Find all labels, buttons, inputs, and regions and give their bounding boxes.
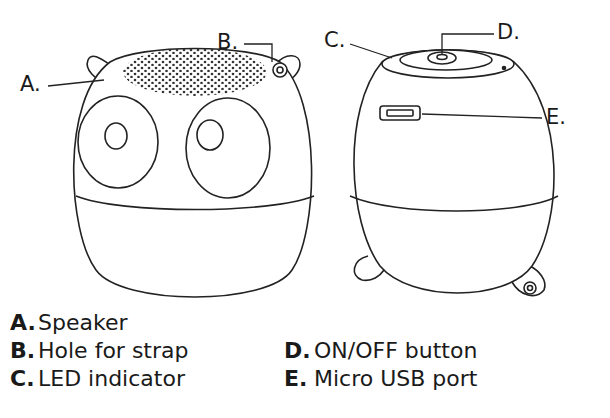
callout-letter: B. <box>217 30 238 55</box>
part-name: Speaker <box>38 310 127 336</box>
led-ring <box>400 50 492 70</box>
part-name: Hole for strap <box>38 338 188 364</box>
top-cap <box>382 50 514 78</box>
leader-d <box>442 34 494 54</box>
led-dot <box>503 67 506 70</box>
callout-letter: E. <box>546 105 566 130</box>
usb-port-inner <box>387 110 413 116</box>
part-name: LED indicator <box>38 366 185 392</box>
strap-hole-inner <box>277 67 283 73</box>
legend-letter: E. <box>284 366 307 392</box>
speaker-body <box>74 49 312 298</box>
callout-letter: A. <box>20 72 41 97</box>
strap-hole-back-inner <box>528 286 533 291</box>
eye-left <box>78 96 158 188</box>
legend-letter: D. <box>284 338 311 364</box>
part-name: Micro USB port <box>314 366 477 392</box>
strap-hole <box>273 63 287 77</box>
leader-b <box>244 44 272 62</box>
on-off-button <box>437 55 447 60</box>
legend-letter: B. <box>10 338 35 364</box>
usb-port <box>380 106 420 120</box>
band-line-back <box>350 196 558 211</box>
part-name: ON/OFF button <box>314 338 477 364</box>
eye-right <box>186 98 270 198</box>
pupil-left <box>105 123 127 149</box>
strap-hole-back <box>524 282 536 294</box>
leader-e <box>422 114 542 118</box>
legend-letter: A. <box>10 310 36 336</box>
callout-letter: C. <box>324 28 345 53</box>
leader-c <box>350 44 392 58</box>
speaker-grille <box>123 48 267 96</box>
legend-letter: C. <box>10 366 35 392</box>
speaker-body-back <box>354 50 554 293</box>
callout-letter: D. <box>497 20 520 45</box>
pupil-right <box>197 120 223 150</box>
band-line <box>76 196 314 210</box>
leader-a <box>48 80 104 86</box>
